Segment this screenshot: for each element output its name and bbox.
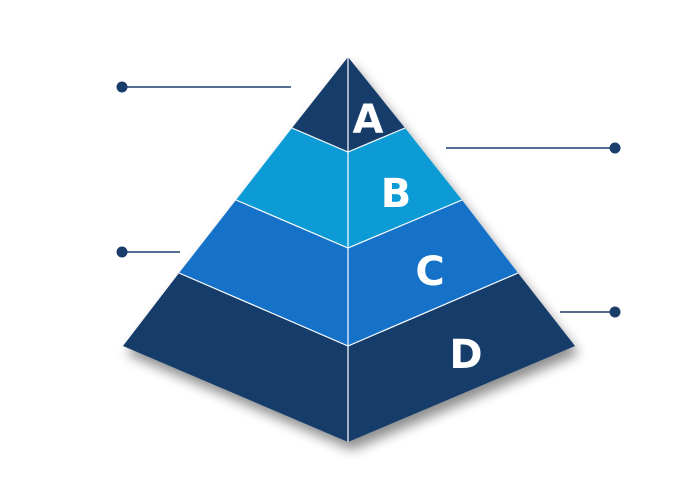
level-c-right-face	[348, 200, 518, 346]
seam-a-b	[291, 127, 406, 153]
level-d-label: D	[449, 332, 482, 378]
callout-d-dot	[609, 306, 621, 318]
level-b-left-face	[236, 128, 348, 248]
callout-d	[560, 306, 621, 318]
callout-b-dot	[609, 142, 621, 154]
level-a-left-face	[292, 57, 348, 152]
level-c-label: C	[415, 249, 444, 295]
level-d-right-face	[348, 273, 575, 442]
callout-c-dot	[116, 246, 128, 258]
level-d-left-face	[123, 273, 348, 442]
level-a-label: A	[353, 97, 384, 143]
seam-b-c	[235, 199, 463, 249]
pyramid-edges	[178, 57, 519, 442]
callout-b	[446, 142, 621, 154]
pyramid-body	[123, 57, 575, 442]
callout-a	[116, 81, 291, 93]
callout-c	[116, 246, 180, 258]
level-b-right-face	[348, 128, 462, 248]
callout-a-dot	[116, 81, 128, 93]
seam-c-d	[178, 272, 519, 347]
level-c-left-face	[179, 200, 348, 346]
level-a-right-face	[348, 57, 405, 152]
level-b-label: B	[381, 171, 412, 217]
